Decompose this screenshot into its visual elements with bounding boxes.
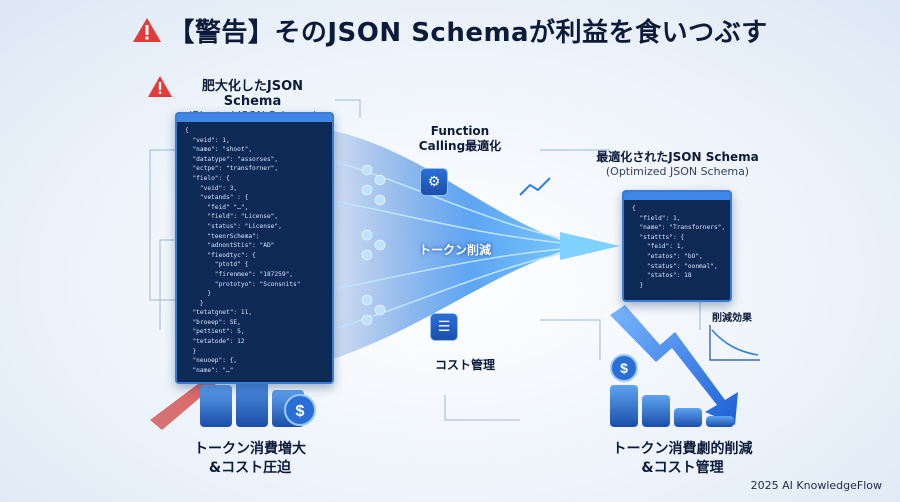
left-caption: トークン消費増大 &コスト圧迫 (170, 440, 330, 478)
footer-credit: 2025 AI KnowledgeFlow (750, 479, 882, 492)
cost-management-label: コスト管理 (434, 358, 495, 372)
code-panel-titlebar (177, 114, 332, 122)
right-coin-stacks: $ (610, 354, 734, 427)
svg-text:$: $ (296, 403, 305, 420)
small-warning-icon (148, 76, 172, 97)
function-calling-line2: Calling最適化 (418, 139, 502, 153)
function-calling-line1: Function (430, 124, 490, 138)
right-caption-line1: トークン消費劇的削減 (612, 441, 753, 457)
cost-management-icon: ☰ (430, 313, 458, 341)
reduction-effect-label: 削減効果 (712, 313, 752, 324)
page-title: 【警告】そのJSON Schemaが利益を食いつぶす (0, 12, 900, 50)
warning-icon (132, 17, 162, 50)
reduction-chart (709, 325, 760, 361)
token-reduction-label: トークン削減 (418, 243, 491, 257)
bloated-code-panel: { "veid": 1, "name": "shoot", "datatype"… (175, 112, 334, 384)
optimized-code-panel: { "field": 1, "name": "Transforners", "s… (622, 190, 732, 302)
function-calling-icon: ⚙ (420, 168, 448, 196)
left-caption-line2: &コスト圧迫 (208, 460, 292, 476)
bloated-schema-title: 肥大化したJSON Schema (201, 79, 304, 109)
cost-down-arrow (610, 305, 738, 425)
circuit-lines (149, 99, 701, 421)
neural-nodes (361, 164, 386, 326)
trend-icon (519, 177, 551, 196)
function-calling-label: Function Calling最適化 (405, 124, 515, 154)
right-caption: トークン消費劇的削減 &コスト管理 (595, 440, 770, 478)
optimized-schema-label: 最適化されたJSON Schema (Optimized JSON Schema… (590, 148, 765, 178)
page-title-text: 【警告】そのJSON Schemaが利益を食いつぶす (168, 18, 768, 48)
cost-up-arrow (150, 275, 320, 430)
optimized-schema-subtitle: (Optimized JSON Schema) (605, 165, 750, 178)
bloated-code: { "veid": 1, "name": "shoot", "datatype"… (185, 127, 301, 374)
optimized-code: { "field": 1, "name": "Transforners", "s… (632, 205, 726, 289)
svg-text:$: $ (620, 360, 628, 376)
left-coin-stacks: $ (200, 370, 316, 427)
optimized-schema-title: 最適化されたJSON Schema (596, 150, 759, 164)
code-panel-titlebar (624, 192, 730, 200)
left-caption-line1: トークン消費増大 (194, 441, 306, 457)
right-caption-line2: &コスト管理 (641, 460, 724, 476)
